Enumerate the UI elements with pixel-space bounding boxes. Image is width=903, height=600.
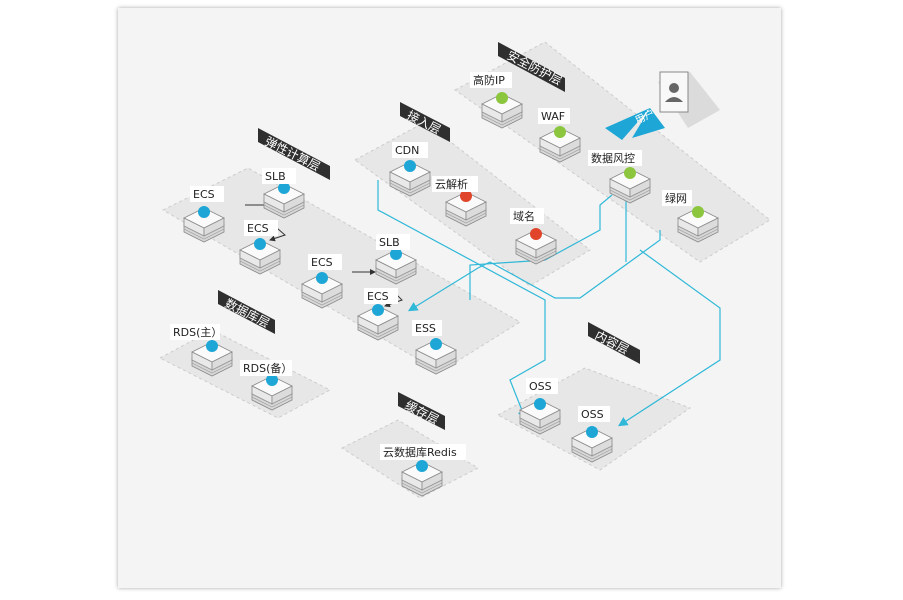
server-icon bbox=[316, 272, 328, 284]
node-ecs-3[interactable]: ECS bbox=[301, 254, 343, 309]
firewall-icon bbox=[554, 126, 566, 138]
risk-icon bbox=[624, 167, 636, 179]
node-ecs-1[interactable]: ECS bbox=[183, 186, 225, 243]
cdn-icon bbox=[404, 160, 416, 172]
node-rds-master[interactable]: RDS(主） bbox=[170, 324, 233, 377]
node-high-defense-ip[interactable]: 高防IP bbox=[470, 72, 523, 129]
shield-icon bbox=[496, 92, 508, 104]
svg-text:数据风控: 数据风控 bbox=[591, 151, 635, 165]
svg-text:WAF: WAF bbox=[541, 110, 565, 123]
svg-text:ECS: ECS bbox=[193, 188, 215, 201]
server-icon bbox=[372, 304, 384, 316]
loadbalancer-icon bbox=[390, 248, 402, 260]
svg-text:OSS: OSS bbox=[581, 408, 604, 421]
line-risk-compute bbox=[469, 194, 613, 300]
scaling-icon bbox=[430, 338, 442, 350]
svg-text:弹性计算层: 弹性计算层 bbox=[263, 133, 323, 174]
node-redis[interactable]: 云数据库Redis bbox=[380, 444, 466, 497]
svg-text:域名: 域名 bbox=[513, 209, 535, 223]
node-ecs-4[interactable]: ECS bbox=[357, 288, 399, 341]
server-icon bbox=[254, 238, 266, 250]
node-oss-1[interactable]: OSS bbox=[519, 378, 561, 435]
node-ecs-2[interactable]: ECS bbox=[239, 220, 281, 275]
svg-text:RDS(主）: RDS(主） bbox=[173, 326, 222, 339]
node-cdn[interactable]: CDN bbox=[389, 142, 431, 197]
svg-text:ECS: ECS bbox=[247, 222, 269, 235]
banner-database: 数据库层 bbox=[218, 290, 275, 334]
storage-icon bbox=[534, 398, 546, 410]
database-icon bbox=[266, 374, 278, 386]
svg-text:RDS(备）: RDS(备） bbox=[243, 361, 292, 375]
user-node[interactable] bbox=[658, 71, 720, 128]
svg-text:OSS: OSS bbox=[529, 380, 552, 393]
network-icon bbox=[692, 206, 704, 218]
svg-text:高防IP: 高防IP bbox=[473, 73, 505, 87]
svg-text:绿网: 绿网 bbox=[665, 191, 687, 205]
svg-text:CDN: CDN bbox=[395, 144, 419, 157]
server-icon bbox=[198, 206, 210, 218]
node-oss-2[interactable]: OSS bbox=[571, 406, 613, 463]
svg-text:ECS: ECS bbox=[311, 256, 333, 269]
svg-text:ECS: ECS bbox=[367, 290, 389, 303]
node-domain[interactable]: 域名 bbox=[510, 208, 557, 265]
svg-text:云解析: 云解析 bbox=[435, 177, 468, 191]
svg-text:内容层: 内容层 bbox=[593, 327, 632, 357]
dns-icon bbox=[460, 190, 472, 202]
line-cdn-oss bbox=[377, 180, 546, 421]
storage-icon bbox=[586, 426, 598, 438]
user-icon bbox=[669, 83, 679, 93]
svg-text:SLB: SLB bbox=[265, 170, 286, 183]
node-rds-backup[interactable]: RDS(备） bbox=[240, 360, 293, 411]
node-risk-control[interactable]: 数据风控 bbox=[588, 150, 651, 204]
cache-icon bbox=[416, 460, 428, 472]
banner-content: 内容层 bbox=[588, 322, 640, 364]
loadbalancer-icon bbox=[278, 182, 290, 194]
node-slb-1[interactable]: SLB bbox=[262, 168, 305, 219]
svg-text:云数据库Redis: 云数据库Redis bbox=[383, 445, 457, 459]
node-ess[interactable]: ESS bbox=[412, 320, 457, 375]
line-greennet-ecs bbox=[407, 230, 661, 312]
line-greennet-oss bbox=[617, 249, 721, 427]
node-cloud-dns[interactable]: 云解析 bbox=[432, 176, 487, 227]
domain-icon bbox=[530, 228, 542, 240]
svg-text:ESS: ESS bbox=[415, 322, 436, 335]
connections bbox=[377, 180, 721, 427]
svg-text:SLB: SLB bbox=[379, 236, 400, 249]
svg-text:缓存层: 缓存层 bbox=[403, 398, 441, 427]
node-green-net[interactable]: 绿网 bbox=[662, 190, 719, 243]
database-icon bbox=[206, 340, 218, 352]
node-slb-2[interactable]: SLB bbox=[375, 234, 417, 285]
node-waf[interactable]: WAF bbox=[538, 108, 581, 163]
svg-text:数据库层: 数据库层 bbox=[223, 295, 273, 330]
